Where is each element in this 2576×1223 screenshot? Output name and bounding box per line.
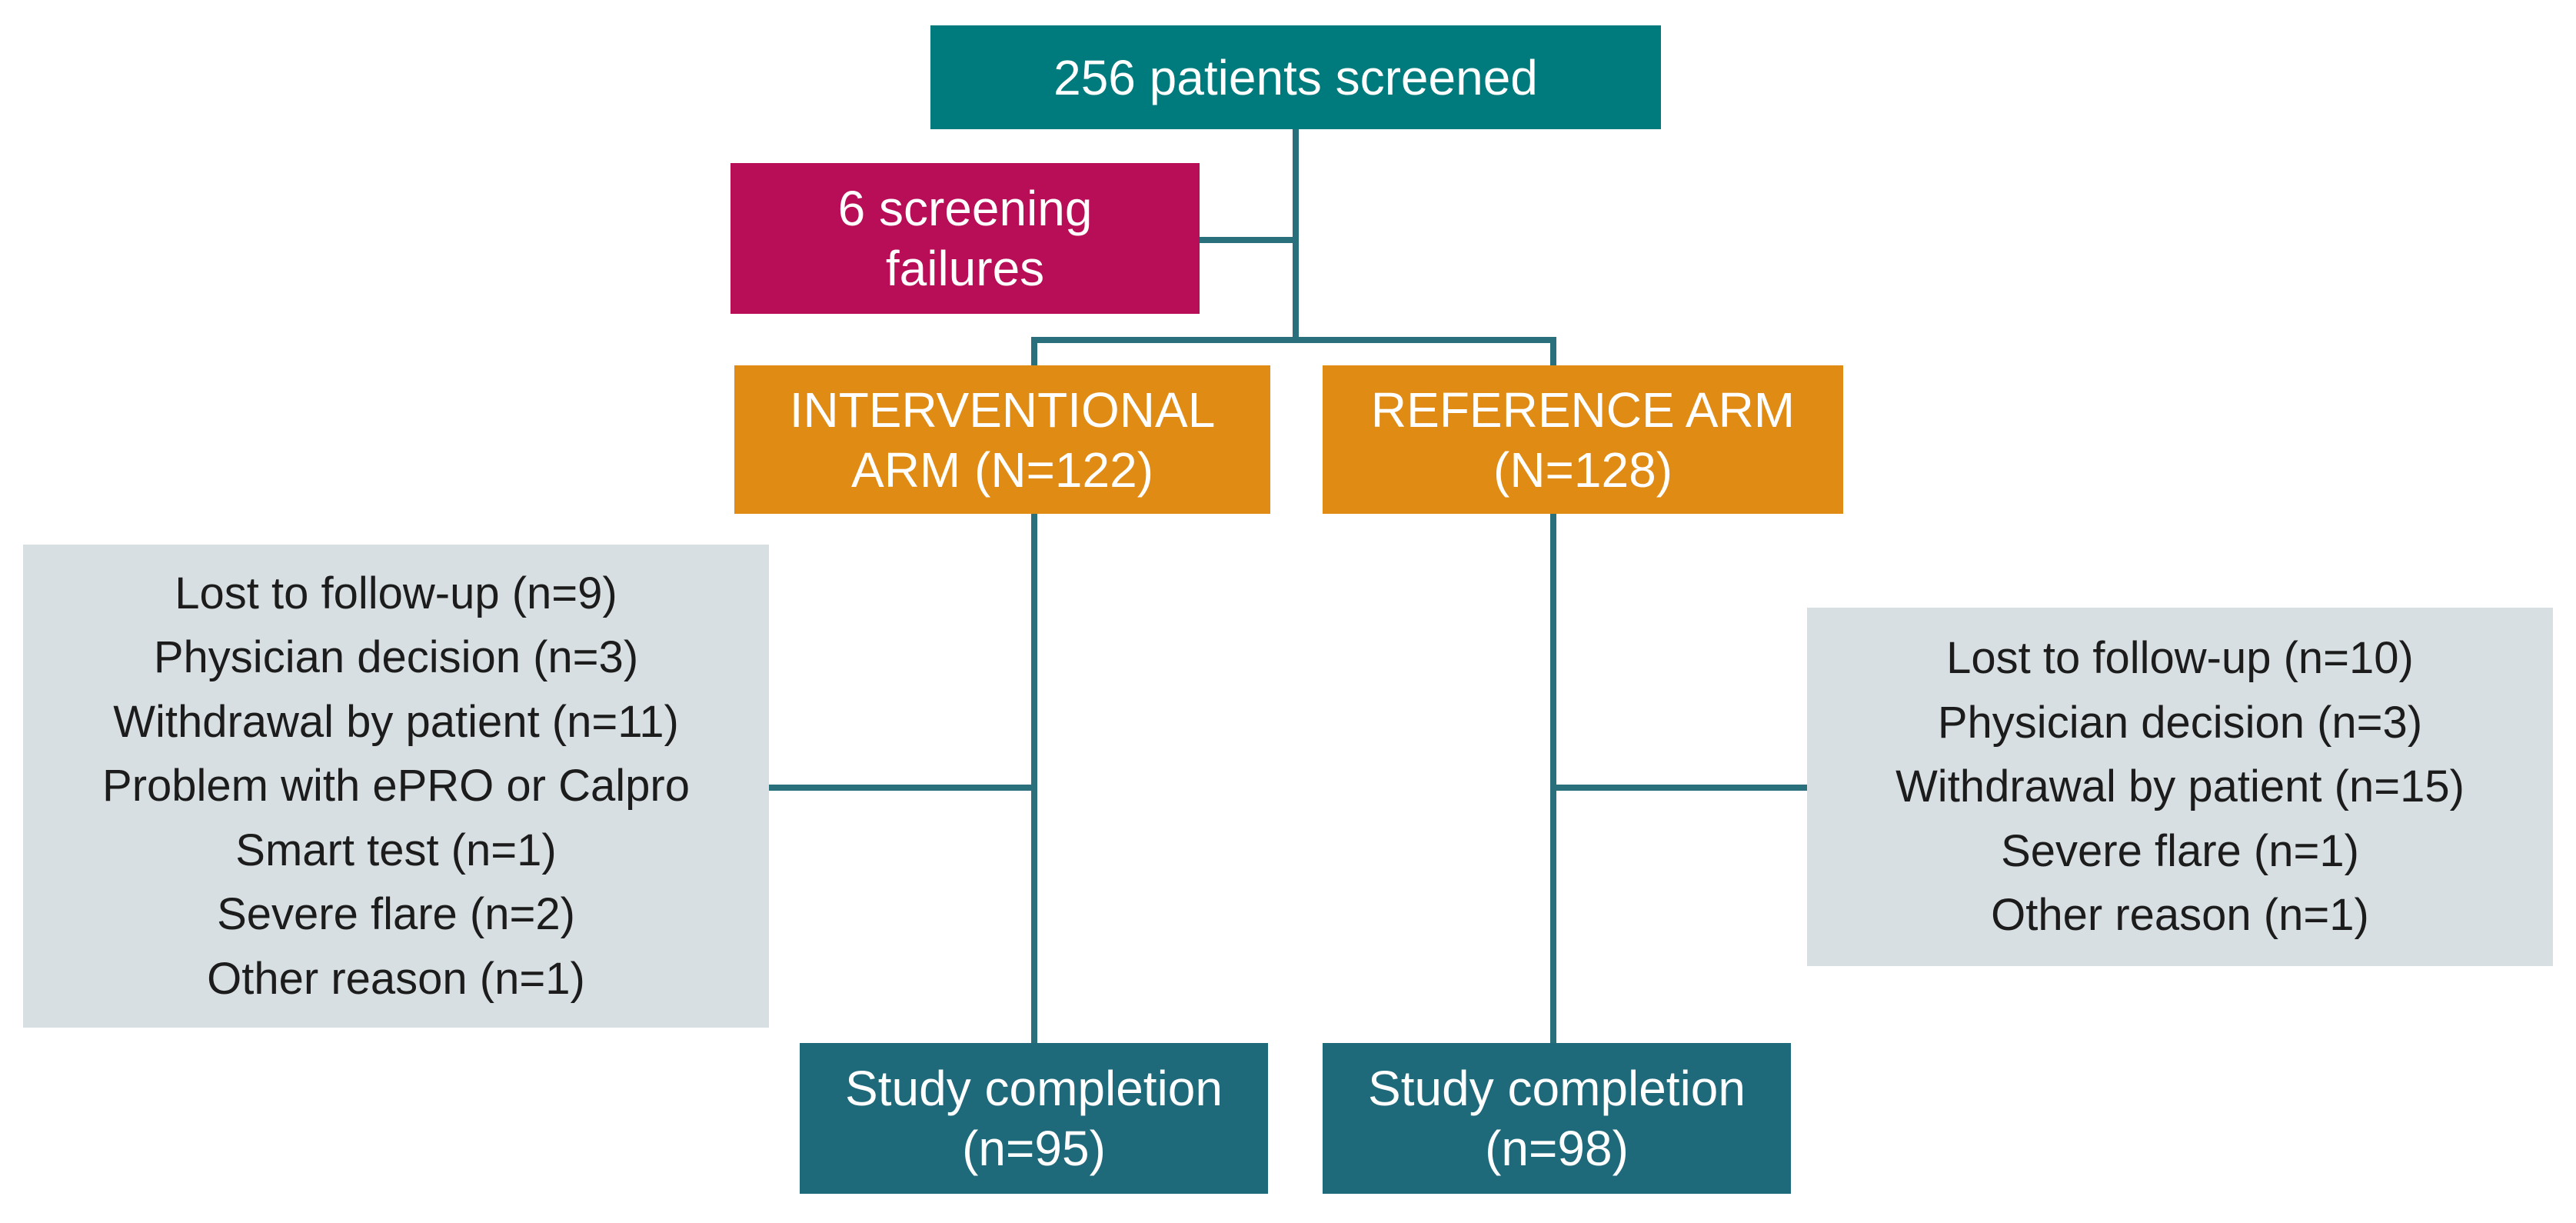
dropout-reason: Problem with ePRO or Calpro bbox=[102, 761, 690, 811]
completion-line: Study completion bbox=[845, 1061, 1223, 1116]
dropout-reason: Physician decision (n=3) bbox=[153, 632, 639, 683]
reference-arm-line: (N=128) bbox=[1493, 442, 1672, 498]
dropout-reason: Physician decision (n=3) bbox=[1937, 697, 2423, 748]
interventional-arm-box: INTERVENTIONAL ARM (N=122) bbox=[734, 365, 1270, 514]
dropout-reason: Severe flare (n=1) bbox=[2001, 825, 2359, 876]
completion-line: (n=98) bbox=[1485, 1121, 1629, 1176]
interventional-completion-box: Study completion (n=95) bbox=[800, 1043, 1268, 1194]
reference-completion-box: Study completion (n=98) bbox=[1323, 1043, 1791, 1194]
screened-box: 256 patients screened bbox=[930, 25, 1661, 129]
reference-arm-line: REFERENCE ARM bbox=[1370, 382, 1796, 438]
interventional-dropouts-box: Lost to follow-up (n=9) Physician decisi… bbox=[23, 545, 769, 1028]
interventional-arm-line: ARM (N=122) bbox=[851, 442, 1153, 498]
dropout-reason: Lost to follow-up (n=10) bbox=[1946, 633, 2414, 684]
dropout-reason: Severe flare (n=2) bbox=[217, 889, 575, 940]
completion-line: Study completion bbox=[1368, 1061, 1746, 1116]
dropout-reason: Withdrawal by patient (n=11) bbox=[113, 696, 679, 747]
dropout-reason: Other reason (n=1) bbox=[207, 953, 585, 1004]
failures-line: 6 screening bbox=[837, 181, 1093, 236]
screened-label: 256 patients screened bbox=[1053, 49, 1538, 105]
dropout-reason: Withdrawal by patient (n=15) bbox=[1895, 761, 2465, 812]
failures-line: failures bbox=[885, 241, 1045, 296]
dropout-reason: Other reason (n=1) bbox=[1991, 890, 2369, 941]
reference-arm-box: REFERENCE ARM (N=128) bbox=[1323, 365, 1843, 514]
reference-dropouts-box: Lost to follow-up (n=10) Physician decis… bbox=[1807, 608, 2553, 966]
interventional-arm-line: INTERVENTIONAL bbox=[789, 382, 1216, 438]
screening-failures-box: 6 screening failures bbox=[731, 163, 1200, 314]
completion-line: (n=95) bbox=[962, 1121, 1106, 1176]
dropout-reason: Smart test (n=1) bbox=[235, 825, 557, 875]
dropout-reason: Lost to follow-up (n=9) bbox=[175, 568, 617, 618]
